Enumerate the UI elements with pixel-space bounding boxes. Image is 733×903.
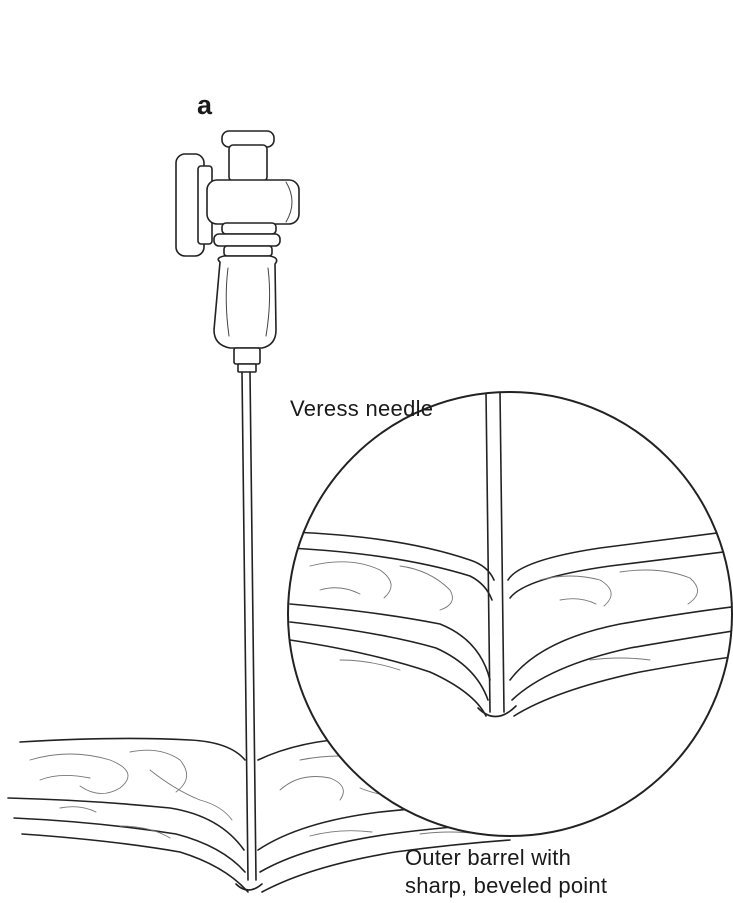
panel-letter: a (197, 90, 212, 121)
outer-barrel-label-line1: Outer barrel with (405, 844, 607, 872)
outer-barrel-label: Outer barrel with sharp, beveled point (405, 844, 607, 900)
veress-needle-label: Veress needle (290, 396, 433, 422)
magnified-inset (288, 392, 733, 836)
needle-shaft (242, 372, 256, 880)
needle-hub (176, 131, 299, 372)
outer-barrel-label-line2: sharp, beveled point (405, 872, 607, 900)
